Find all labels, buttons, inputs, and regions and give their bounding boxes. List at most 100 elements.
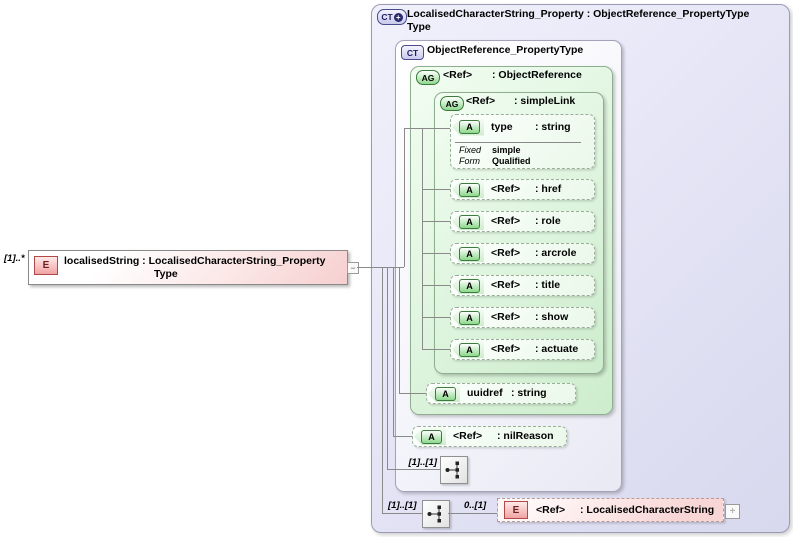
attribute-nilreason[interactable]: A <Ref> : nilReason [412, 426, 567, 447]
connector-line [399, 393, 426, 394]
connector-line [422, 128, 450, 129]
attribute-tag-shape: A [452, 245, 484, 262]
attribute-icon: A [459, 214, 480, 229]
attribute-role[interactable]: A <Ref> : role [450, 211, 595, 232]
collapse-icon[interactable]: − [347, 262, 359, 274]
facet-label: Fixed [459, 145, 482, 155]
attribute-tag-shape: A [452, 341, 484, 358]
attribute-group-icon: AG [440, 96, 464, 111]
facet-separator [455, 142, 581, 143]
attribute-show[interactable]: A <Ref> : show [450, 307, 595, 328]
attribute-type[interactable]: A type : string Fixed simple Form Qualifie… [450, 114, 595, 169]
connector-line [422, 349, 450, 350]
attribute-type-label: : nilReason [497, 430, 554, 442]
attribute-name: <Ref> [491, 247, 521, 259]
connector-line [422, 189, 450, 190]
sequence-icon[interactable] [440, 456, 468, 484]
attribute-name: <Ref> [491, 311, 521, 323]
sequence-glyph [427, 505, 441, 523]
element-cardinality: [1]..* [4, 253, 25, 264]
attribute-type-row: A type : string [451, 115, 594, 139]
ag-objectreference-name: <Ref> [443, 69, 473, 81]
attribute-tag-shape: A [414, 428, 446, 445]
sequence-icon[interactable] [422, 500, 450, 528]
attribute-tag-shape: A [452, 118, 484, 136]
ref-element-type: : LocalisedCharacterString [580, 503, 715, 516]
connector-line [422, 285, 450, 286]
connector-line [422, 128, 423, 349]
connector-line [393, 267, 394, 436]
attribute-title[interactable]: A <Ref> : title [450, 275, 595, 296]
attribute-actuate[interactable]: A <Ref> : actuate [450, 339, 595, 360]
attribute-uuidref[interactable]: A uuidref : string [426, 383, 576, 404]
attribute-icon: A [459, 310, 480, 325]
attribute-tag-shape: A [452, 277, 484, 294]
attribute-tag-shape: A [452, 181, 484, 198]
facet-label: Form [459, 156, 480, 166]
attribute-icon: A [459, 120, 480, 134]
attribute-name: <Ref> [491, 279, 521, 291]
ref-element-name: <Ref> [536, 503, 566, 516]
panel-title-line1: LocalisedCharacterString_Property : Obje… [407, 8, 750, 20]
attribute-icon: A [435, 386, 456, 401]
attribute-tag-shape: A [428, 385, 460, 402]
element-label-line1: localisedString : LocalisedCharacterStri… [64, 255, 326, 267]
attribute-tag-shape: A [452, 213, 484, 230]
plus-circle-icon: + [393, 12, 403, 22]
attribute-type-label: : string [535, 120, 571, 133]
connector-line [382, 513, 422, 514]
ag-simplelink-name: <Ref> [466, 95, 496, 107]
element-label: localisedString : LocalisedCharacterStri… [64, 255, 325, 281]
connector-line [404, 128, 422, 129]
connector-line [382, 267, 383, 513]
attribute-name: type [491, 120, 513, 133]
attribute-href[interactable]: A <Ref> : href [450, 179, 595, 200]
attribute-arcrole[interactable]: A <Ref> : arcrole [450, 243, 595, 264]
attribute-group-icon: AG [416, 70, 440, 85]
sequence-glyph [445, 461, 459, 479]
connector-line [404, 128, 405, 267]
connector-line [399, 267, 400, 393]
attribute-tag-shape: A [452, 309, 484, 326]
connector-line [393, 436, 412, 437]
facet-value: Qualified [492, 156, 531, 166]
attribute-name: <Ref> [491, 215, 521, 227]
connector-line [387, 469, 440, 470]
connector-line [357, 267, 404, 268]
expand-icon[interactable]: + [725, 504, 740, 519]
ag-simplelink-type: : simpleLink [514, 95, 576, 107]
element-label-line2: Type [154, 268, 178, 280]
facet-fixed: Fixed simple [459, 145, 521, 155]
attribute-type-label: : show [535, 311, 569, 323]
complextype-plus-icon: CT + [377, 9, 407, 25]
ag-objectreference-type: : ObjectReference [492, 69, 582, 81]
attribute-icon: A [459, 342, 480, 357]
facet-value: simple [492, 145, 521, 155]
attribute-type-label: : arcrole [535, 247, 577, 259]
connector-line [422, 221, 450, 222]
attribute-name: uuidref [467, 387, 503, 399]
connector-line [422, 317, 450, 318]
attribute-name: <Ref> [491, 343, 521, 355]
attribute-icon: A [459, 246, 480, 261]
attribute-icon: A [459, 278, 480, 293]
sequence-cardinality: [1]..[1] [388, 500, 417, 511]
connector-line [448, 513, 497, 514]
attribute-type-label: : href [535, 183, 562, 195]
ct-panel-title: ObjectReference_PropertyType [427, 44, 584, 56]
attribute-type-label: : role [535, 215, 561, 227]
attribute-icon: A [459, 182, 480, 197]
panel-title-line2: Type [407, 21, 431, 33]
element-icon: E [34, 256, 58, 275]
element-ref-localisedcharacterstring[interactable]: E <Ref> : LocalisedCharacterString [497, 498, 724, 522]
attribute-name: <Ref> [491, 183, 521, 195]
connector-line [387, 267, 388, 469]
attribute-type-label: : string [511, 387, 547, 399]
attribute-name: <Ref> [453, 430, 483, 442]
attribute-icon: A [421, 429, 442, 444]
element-localisedstring[interactable]: E localisedString : LocalisedCharacterSt… [28, 250, 348, 285]
attribute-type-label: : actuate [535, 343, 579, 355]
ct-badge-label: CT [381, 12, 393, 22]
sequence-cardinality: [1]..[1] [408, 457, 438, 468]
